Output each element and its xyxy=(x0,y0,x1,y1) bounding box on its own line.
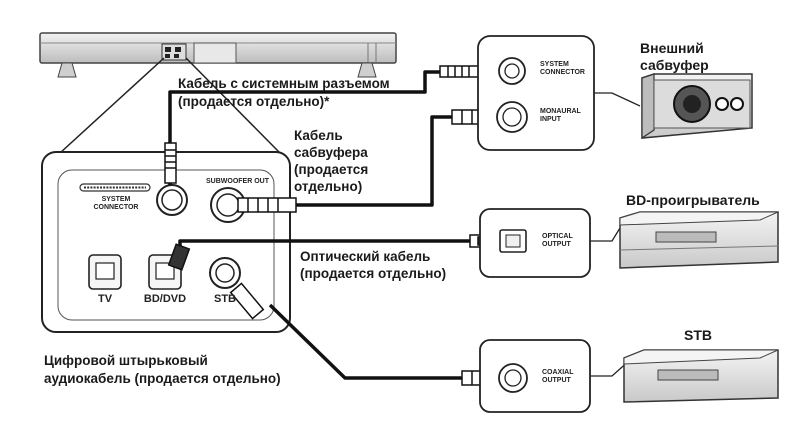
external-subwoofer-label-2: сабвуфер xyxy=(640,57,709,73)
monaural-input-line-1: MONAURAL xyxy=(540,108,581,115)
monaural-input-label: MONAURAL INPUT xyxy=(540,108,581,124)
subwoofer-cable-label-2: сабвуфера xyxy=(294,145,368,160)
optical-cable-label-1: Оптический кабель xyxy=(300,249,431,264)
sub-system-connector-line-1: SYSTEM xyxy=(540,61,569,68)
optical-output-panel xyxy=(479,208,621,278)
port-label-bd-dvd: BD/DVD xyxy=(143,293,187,305)
cables xyxy=(168,70,472,380)
optical-output-label: OPTICAL OUTPUT xyxy=(542,233,573,249)
panel-subwoofer-out-label: SUBWOOFER OUT xyxy=(206,178,269,185)
monaural-input-line-2: INPUT xyxy=(540,116,561,124)
coax-cable-label-1: Цифровой штырьковый xyxy=(44,353,208,368)
panel-system-connector-line-2: CONNECTOR xyxy=(93,204,139,212)
stb-label: STB xyxy=(684,327,712,343)
external-subwoofer xyxy=(641,73,753,140)
stb-device xyxy=(623,349,779,403)
external-subwoofer-label-1: Внешний xyxy=(640,40,704,56)
soundbar-unit xyxy=(39,32,397,78)
optical-output-line-1: OPTICAL xyxy=(542,233,573,240)
sub-system-connector-label: SYSTEM CONNECTOR xyxy=(540,61,585,77)
subwoofer-input-panel xyxy=(477,35,641,151)
panel-system-connector-line-1: SYSTEM xyxy=(101,196,131,203)
optical-cable-label-2: (продается отдельно) xyxy=(300,266,447,281)
coaxial-output-label: COAXIAL OUTPUT xyxy=(542,369,574,385)
system-cable-note: (продается отдельно)* xyxy=(178,94,330,109)
bd-player-label: BD-проигрыватель xyxy=(626,192,760,208)
port-label-tv: TV xyxy=(97,293,113,305)
coax-cable-label-2: аудиокабель (продается отдельно) xyxy=(44,371,281,386)
zoom-lines xyxy=(59,57,281,154)
subwoofer-cable-label-3: (продается xyxy=(294,162,369,177)
coaxial-output-panel xyxy=(479,339,631,413)
coaxial-output-line-2: OUTPUT xyxy=(542,377,571,385)
panel-system-connector-label: SYSTEM CONNECTOR xyxy=(86,196,146,212)
system-cable-label: Кабель с системным разъемом xyxy=(178,76,390,91)
port-label-stb: STB xyxy=(214,293,236,305)
sub-system-connector-line-2: CONNECTOR xyxy=(540,69,585,77)
subwoofer-cable-label-1: Кабель xyxy=(294,128,343,143)
subwoofer-cable-label-4: отдельно) xyxy=(294,179,363,194)
optical-output-line-2: OUTPUT xyxy=(542,241,571,249)
coaxial-output-line-1: COAXIAL xyxy=(542,369,574,376)
bd-player-device xyxy=(619,211,779,269)
